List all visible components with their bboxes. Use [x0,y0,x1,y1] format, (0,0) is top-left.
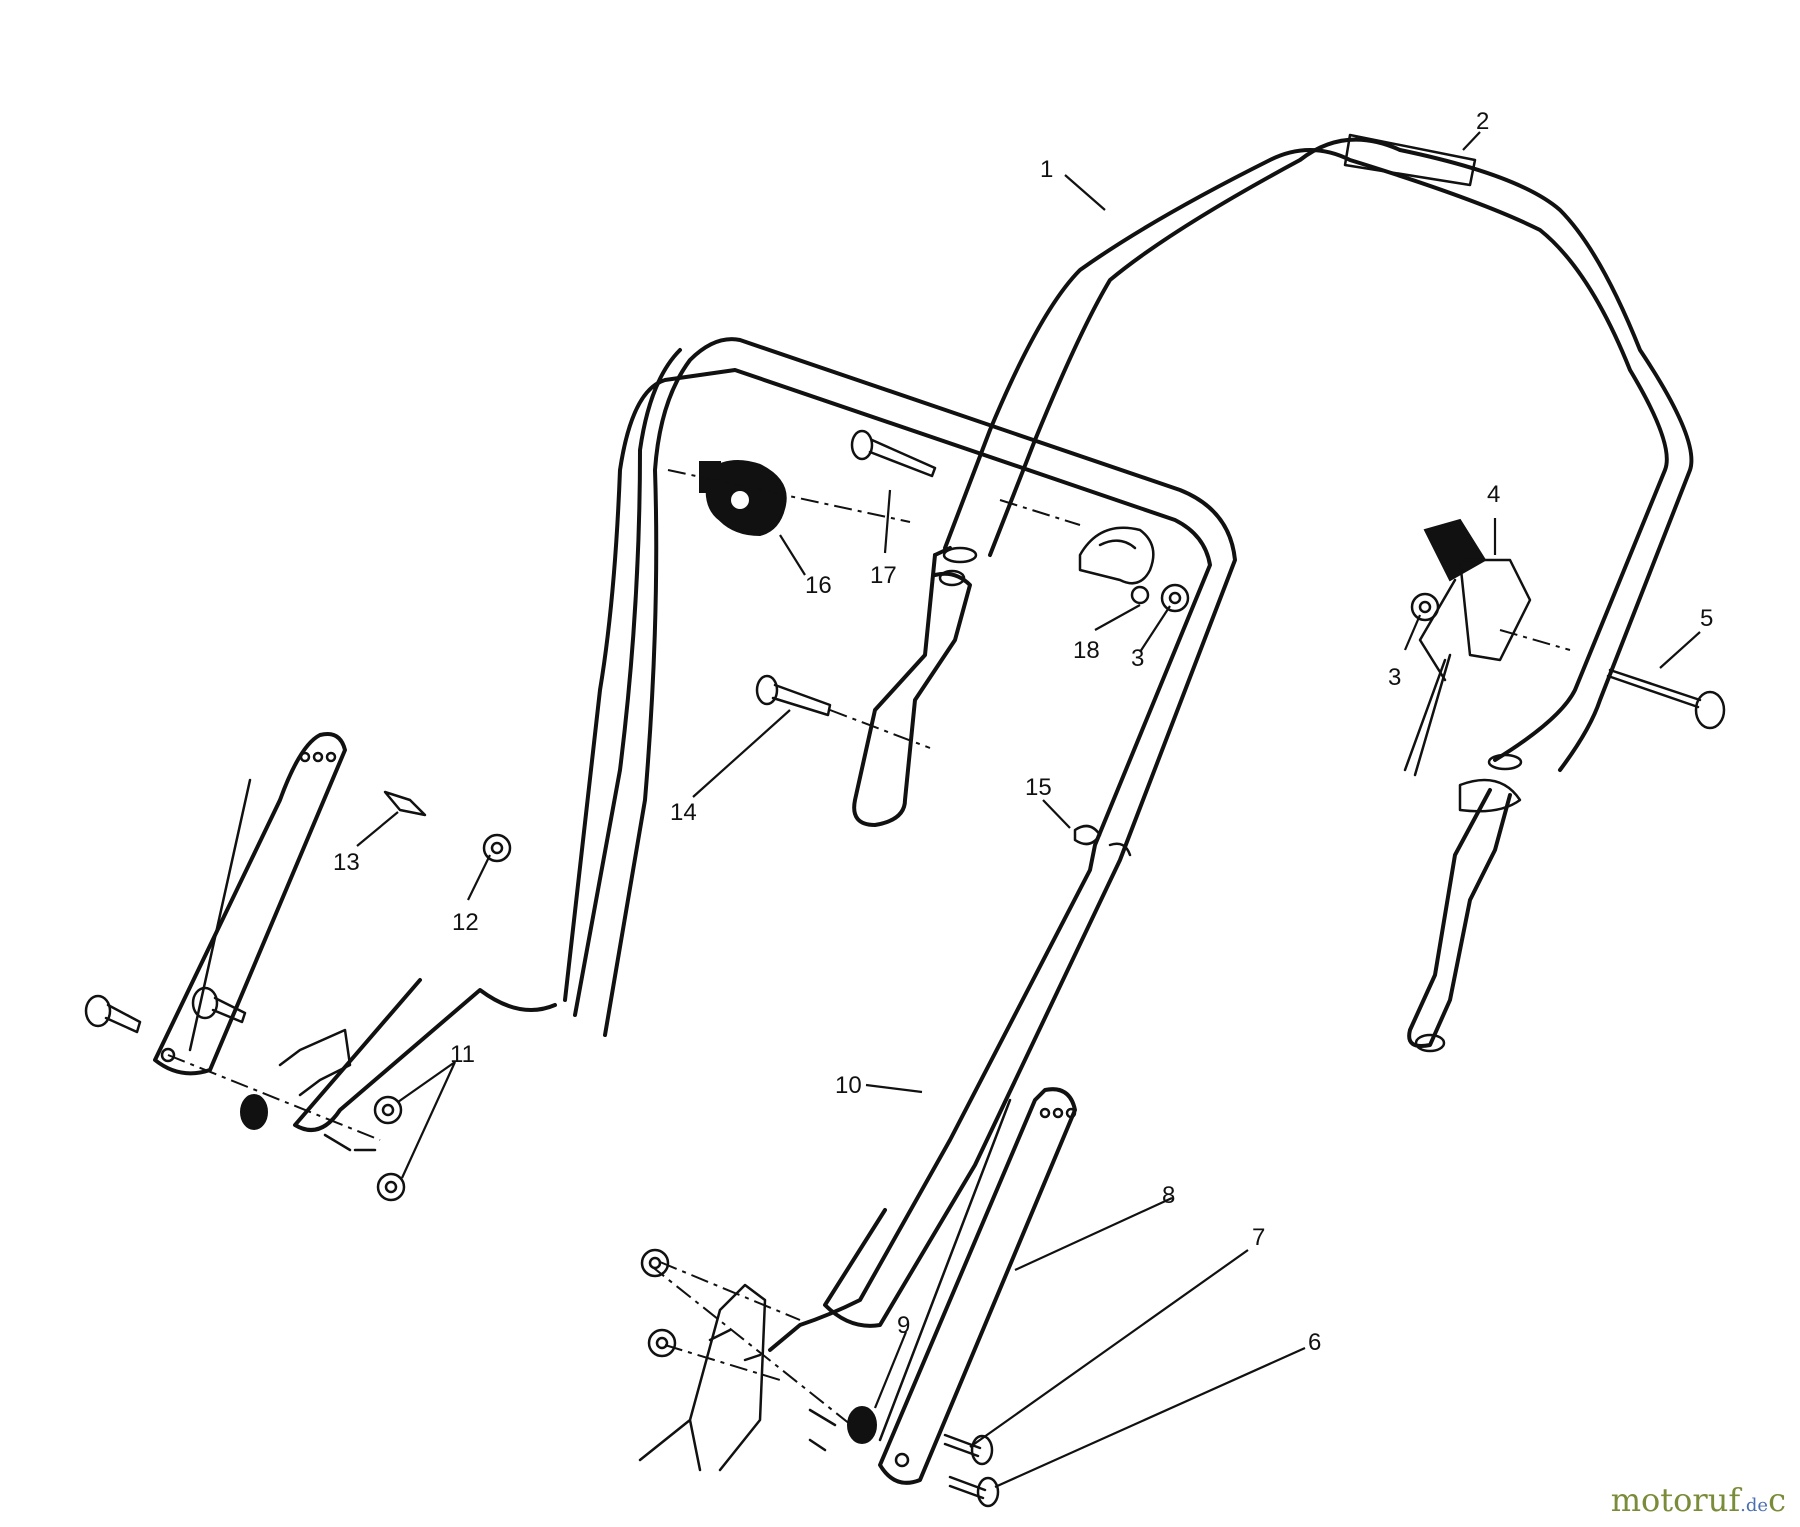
callout-7: 7 [1252,1224,1265,1251]
callout-3-right: 3 [1131,645,1144,672]
right-lower-tube [1407,778,1522,1053]
cotter-pin [1073,824,1132,857]
centerlines [659,469,1571,1381]
callout-13: 13 [333,849,360,876]
bolt-14 [755,674,931,749]
left-deck-bracket [167,1028,381,1152]
nuts [373,583,1440,1358]
bolt-5 [1606,668,1726,730]
callout-12: 12 [452,909,479,936]
bolts-6-7 [943,1433,1000,1508]
callout-17: 17 [870,562,897,589]
bolt-13 [383,790,427,817]
upper-tube-ends [933,546,1523,771]
callout-3-left: 3 [1388,664,1401,691]
spacers [240,1094,877,1444]
carriage-pin [850,429,937,478]
right-deck-bracket [638,1264,871,1472]
callout-11: 11 [450,1041,475,1068]
callout-18: 18 [1073,637,1100,664]
callout-2: 2 [1476,108,1489,135]
right-link-arm [878,1087,1077,1485]
callout-10: 10 [835,1072,862,1099]
left-bolts [84,986,247,1034]
handle-knob [699,460,787,537]
cable-clip [1078,526,1155,605]
callout-14: 14 [670,799,697,826]
callout-4: 4 [1487,481,1500,508]
watermark-suffix: .de [1740,1495,1769,1516]
watermark-logo: motoruf.dec [1611,1481,1786,1519]
callout-8: 8 [1162,1182,1175,1209]
callout-15: 15 [1025,774,1052,801]
left-bracket [153,732,347,1076]
callout-1: 1 [1040,156,1053,183]
callout-5: 5 [1700,605,1713,632]
control-box [1403,518,1532,777]
callout-6: 6 [1308,1329,1321,1356]
callout-labels: 1 2 3 3 4 5 6 7 8 9 10 11 12 13 14 15 16… [333,108,1713,1356]
center-adjuster-tube [852,553,972,827]
leaders [356,131,1701,1489]
watermark-trail: c [1768,1481,1786,1519]
watermark-name: motoruf [1610,1481,1741,1519]
upper-handle [943,133,1694,772]
lower-handle [293,337,1237,1352]
callout-9: 9 [897,1312,910,1339]
callout-16: 16 [805,572,832,599]
